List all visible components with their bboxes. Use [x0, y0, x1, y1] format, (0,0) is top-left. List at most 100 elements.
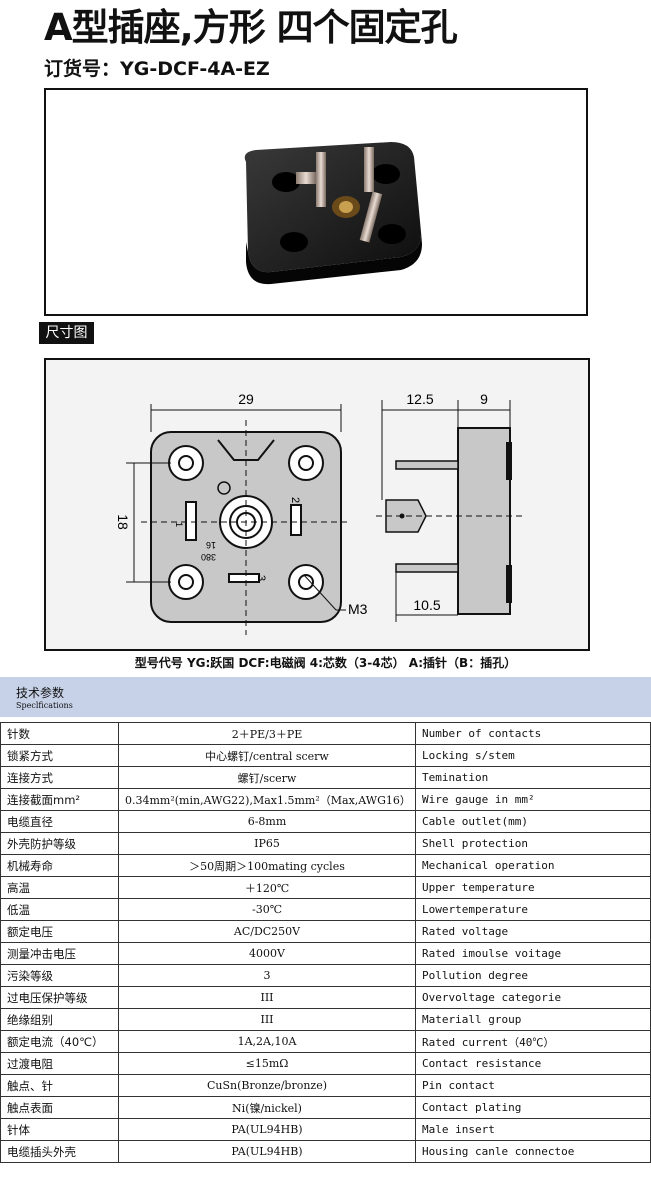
model-code-caption: 型号代号 YG:跃国 DCF:电磁阀 4:芯数（3-4芯） A:插针（B：插孔）	[134, 656, 517, 670]
spec-name-cn: 额定电流（40℃）	[0, 1030, 119, 1053]
spec-value: PA(UL94HB)	[118, 1140, 416, 1163]
spec-name-en: Locking s/stem	[415, 744, 651, 767]
spec-name-en: Rated voltage	[415, 920, 651, 943]
spec-name-cn: 过渡电阻	[0, 1052, 119, 1075]
spec-name-cn: 触点、针	[0, 1074, 119, 1097]
product-photo-frame	[44, 88, 588, 316]
spec-value: ＋120℃	[118, 876, 416, 899]
spec-name-en: Contact plating	[415, 1096, 651, 1119]
pin-label-2: 2	[289, 497, 301, 503]
spec-value: Ni(镍/nickel)	[118, 1096, 416, 1119]
spec-name-cn: 连接截面mm²	[0, 788, 119, 811]
spec-name-en: Housing canle connectoe	[415, 1140, 651, 1163]
spec-value: CuSn(Bronze/bronze)	[118, 1074, 416, 1097]
spec-name-en: Materiall group	[415, 1008, 651, 1031]
spec-name-cn: 电缆插头外壳	[0, 1140, 119, 1163]
dim-side-body: 9	[480, 391, 488, 407]
spec-name-cn: 电缆直径	[0, 810, 119, 833]
specs-header: 技术参数 Speclfications	[0, 677, 651, 717]
spec-value: 中心螺钉/central scerw	[118, 744, 416, 767]
dimension-tag: 尺寸图	[39, 322, 94, 344]
spec-name-en: Pollution degree	[415, 964, 651, 987]
product-title: A型插座,方形 四个固定孔	[44, 6, 458, 49]
spec-value: 2＋PE/3＋PE	[118, 722, 416, 745]
spec-name-cn: 额定电压	[0, 920, 119, 943]
spec-name-en: Number of contacts	[415, 722, 651, 745]
spec-name-cn: 锁紧方式	[0, 744, 119, 767]
spec-value: 4000V	[118, 942, 416, 965]
spec-name-en: Overvoltage categorie	[415, 986, 651, 1009]
specs-header-cn: 技术参数	[16, 686, 65, 700]
spec-name-cn: 低温	[0, 898, 119, 921]
spec-name-cn: 绝缘组别	[0, 1008, 119, 1031]
spec-value: 0.34mm²(min,AWG22),Max1.5mm²（Max,AWG16）	[118, 788, 416, 811]
dimension-drawing: 29 18 M3 1 2 3 16 380 12.5 9 10.5	[115, 391, 526, 635]
dim-side-depth: 12.5	[406, 391, 433, 407]
spec-name-en: Upper temperature	[415, 876, 651, 899]
spec-value: 6-8mm	[118, 810, 416, 833]
dim-width: 29	[238, 391, 254, 407]
specs-header-en: Speclfications	[16, 701, 73, 710]
spec-name-en: Male insert	[415, 1118, 651, 1141]
spec-value: PA(UL94HB)	[118, 1118, 416, 1141]
spec-name-en: Cable outlet(mm)	[415, 810, 651, 833]
spec-name-en: Shell protection	[415, 832, 651, 855]
spec-value: ＞50周期＞100mating cycles	[118, 854, 416, 877]
spec-name-cn: 高温	[0, 876, 119, 899]
spec-name-cn: 针体	[0, 1118, 119, 1141]
spec-name-en: Pin contact	[415, 1074, 651, 1097]
spec-value: -30℃	[118, 898, 416, 921]
spec-name-en: Mechanical operation	[415, 854, 651, 877]
marking-16: 16	[206, 540, 216, 550]
spec-value: ≤15mΩ	[118, 1052, 416, 1075]
spec-value: AC/DC250V	[118, 920, 416, 943]
spec-value: 3	[118, 964, 416, 987]
spec-name-en: Lowertemperature	[415, 898, 651, 921]
spec-name-en: Temination	[415, 766, 651, 789]
spec-name-cn: 污染等级	[0, 964, 119, 987]
dimension-drawing-frame: 29 18 M3 1 2 3 16 380 12.5 9 10.5	[44, 358, 590, 651]
spec-name-cn: 针数	[0, 722, 119, 745]
pin-label-3: 3	[255, 575, 267, 581]
dim-height: 18	[115, 514, 131, 530]
spec-name-en: Rated imoulse voitage	[415, 942, 651, 965]
spec-name-cn: 过电压保护等级	[0, 986, 119, 1009]
pin-label-1: 1	[174, 522, 184, 527]
spec-value: 螺钉/scerw	[118, 766, 416, 789]
spec-value: 1A,2A,10A	[118, 1030, 416, 1053]
spec-name-cn: 触点表面	[0, 1096, 119, 1119]
spec-value: III	[118, 1008, 416, 1031]
spec-name-en: Rated current（40℃）	[415, 1030, 651, 1053]
product-photo	[244, 142, 422, 285]
dim-side-pin: 10.5	[413, 597, 440, 613]
spec-name-en: Wire gauge in mm²	[415, 788, 651, 811]
marking-380: 380	[201, 552, 216, 562]
order-number: 订货号：YG-DCF-4A-EZ	[44, 58, 270, 80]
spec-name-cn: 测量冲击电压	[0, 942, 119, 965]
spec-value: IP65	[118, 832, 416, 855]
spec-value: III	[118, 986, 416, 1009]
spec-name-cn: 连接方式	[0, 766, 119, 789]
thread-size: M3	[348, 601, 368, 617]
spec-name-cn: 外壳防护等级	[0, 832, 119, 855]
